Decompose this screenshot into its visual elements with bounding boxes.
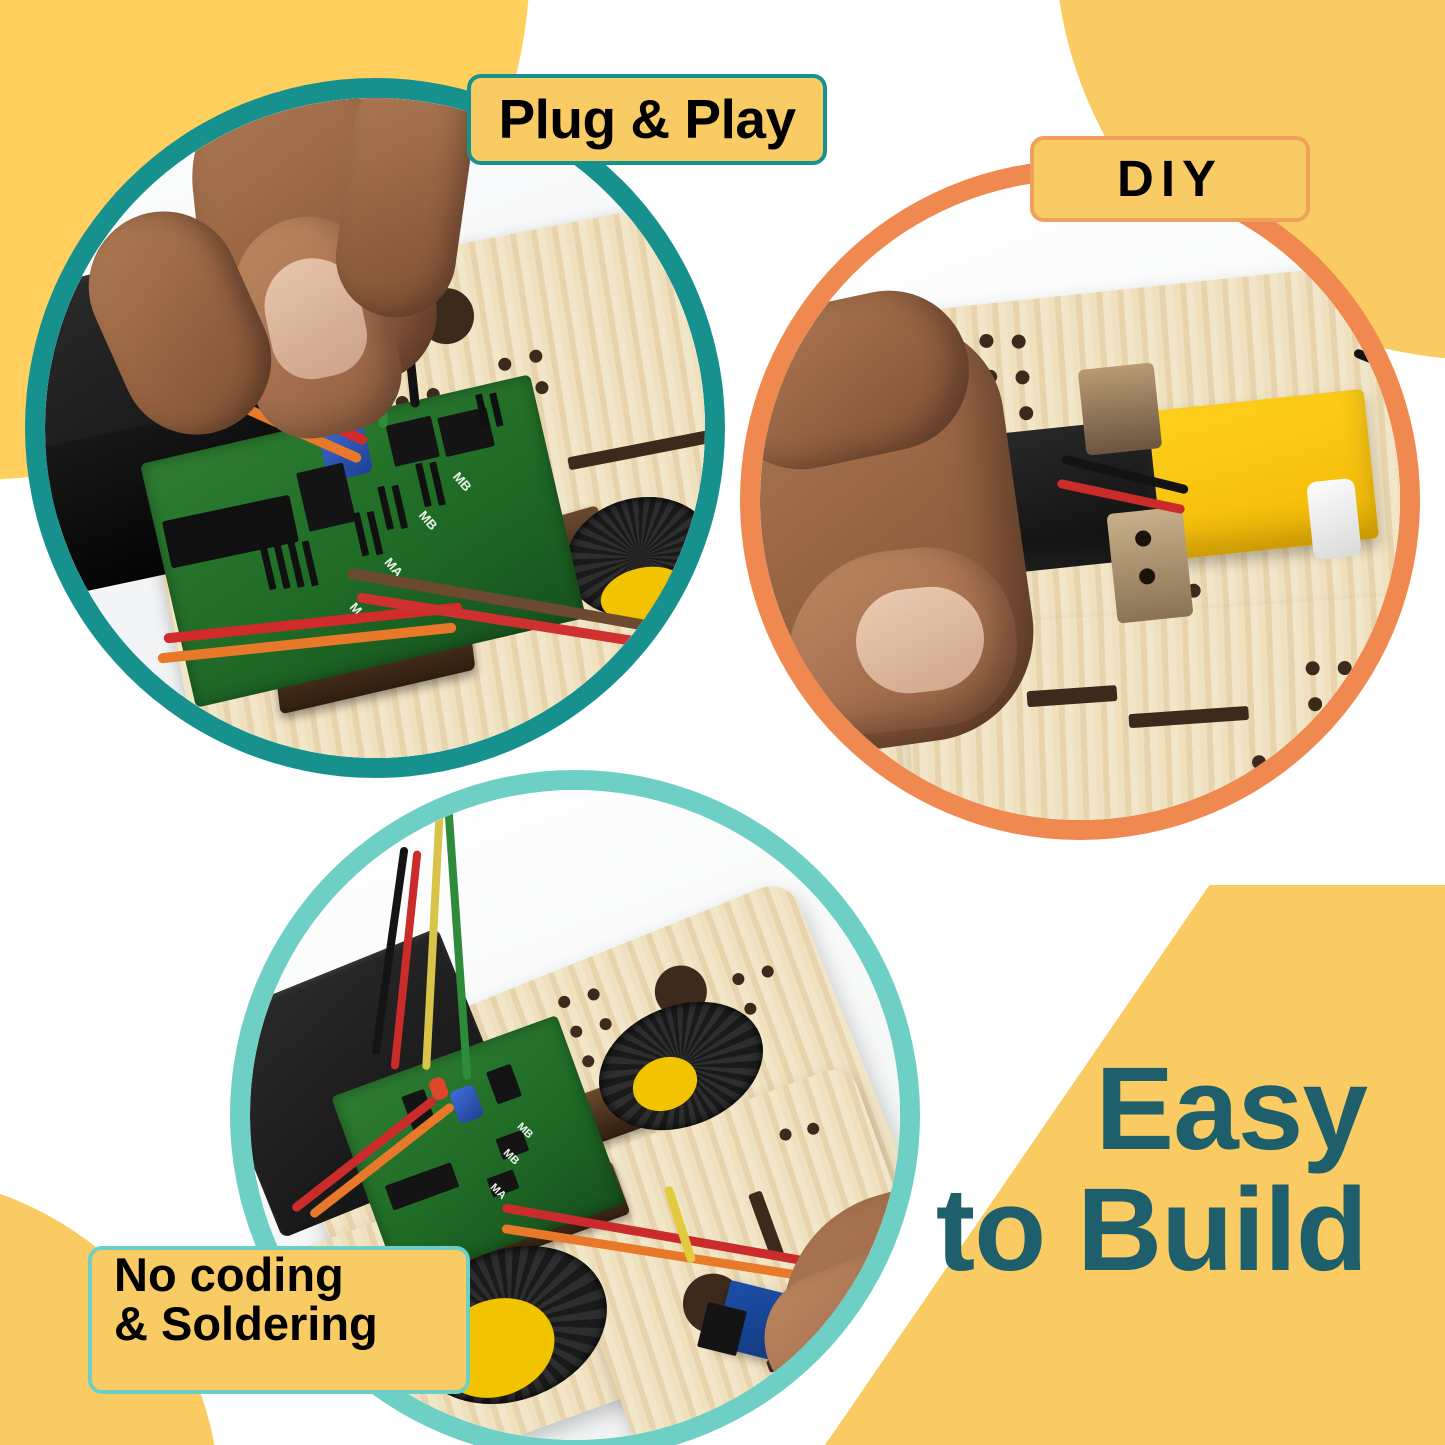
badge-no-coding-line2: & Soldering <box>114 1297 378 1351</box>
badge-diy: DIY <box>1030 136 1310 222</box>
badge-plug-and-play: Plug & Play <box>467 74 827 165</box>
diy-photo <box>760 180 1400 820</box>
photo-scene <box>760 180 1400 820</box>
photo-scene: MB MB MA MA <box>45 98 705 758</box>
headline-line-2: to Build <box>935 1163 1368 1296</box>
badge-no-coding-line1: No coding <box>114 1248 344 1301</box>
plug-and-play-photo: MB MB MA MA <box>45 98 705 758</box>
headline-line-1: Easy <box>1095 1043 1368 1176</box>
badge-plug-and-play-label: Plug & Play <box>498 87 796 150</box>
pcb-silkscreen-label: MB <box>415 507 441 533</box>
badge-diy-label: DIY <box>1116 150 1224 208</box>
motor-mount-bracket <box>1077 362 1163 456</box>
pcb-silkscreen-label: MB <box>450 469 475 495</box>
motor-mount-bracket <box>1106 506 1194 624</box>
headline: Easy to Build <box>935 1043 1368 1296</box>
motor-shaft <box>1306 477 1362 561</box>
capacitor <box>448 1083 485 1125</box>
badge-no-coding: No coding & Soldering <box>88 1246 470 1394</box>
